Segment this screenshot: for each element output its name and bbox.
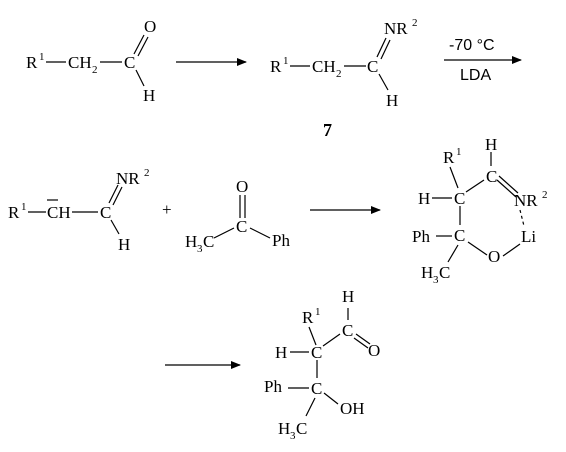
ch2-subscript: 2 (92, 64, 98, 76)
imine-h-label: H (386, 91, 398, 110)
co-double-bond-2 (355, 333, 371, 345)
bond-c2-ch3 (305, 397, 316, 417)
bond-r-c1 (308, 326, 317, 346)
aldehyde-reactant: R 1 CH 2 C O H (26, 17, 156, 105)
cn-double-bond-2 (498, 175, 519, 194)
bond-li-o (502, 243, 521, 257)
lithium-label: Li (521, 227, 536, 246)
azaenolate: R 1 CH C NR 2 H (8, 167, 150, 254)
bond-c-h (378, 73, 389, 91)
h3c-h-label: H (278, 419, 290, 438)
h3c-subscript: 3 (290, 430, 296, 442)
r1-label: R (443, 148, 455, 167)
cn-double-bond-1 (496, 179, 517, 198)
ch2-label: CH (312, 57, 336, 76)
h-left-label: H (418, 189, 430, 208)
co-double-bond-1 (133, 34, 145, 55)
r1-superscript: 1 (283, 55, 289, 67)
h-left-label: H (275, 343, 287, 362)
c-label: C (100, 203, 111, 222)
nr2-superscript: 2 (542, 189, 548, 201)
nr2-superscript: 2 (144, 167, 150, 179)
temperature-label: -70 °C (449, 37, 495, 54)
aldehyde-c-label: C (342, 321, 353, 340)
phenyl-label: Ph (272, 231, 290, 250)
co-double-bond-1 (353, 337, 369, 349)
bond-c-ph (249, 227, 271, 239)
aldol-product: R 1 H C C H O C Ph OH H 3 C (264, 287, 380, 442)
imine-c-label: C (367, 57, 378, 76)
r1-label: R (302, 308, 314, 327)
aldehyde-h-label: H (342, 287, 354, 306)
bond-o-c3 (467, 241, 488, 256)
r1-label: R (270, 57, 282, 76)
phenyl-label: Ph (264, 377, 282, 396)
cn-double-bond-1 (108, 184, 119, 204)
r1-superscript: 1 (39, 51, 45, 63)
bond-c2-oh (323, 392, 339, 405)
h3c-c-label: C (296, 419, 307, 438)
h3c-h-label: H (185, 232, 197, 251)
c3-label: C (454, 226, 465, 245)
cn-double-bond-1 (376, 37, 387, 58)
ch-label: CH (47, 203, 71, 222)
h3c-subscript: 3 (433, 274, 439, 286)
bond-c-ch3 (213, 227, 235, 239)
c1-label: C (454, 189, 465, 208)
chelate-transition-state: R 1 H C C H NR 2 Li O C Ph H 3 C (412, 135, 548, 286)
c2-label: C (486, 167, 497, 186)
nr2-label: NR (116, 169, 140, 188)
nr2-label: NR (514, 191, 538, 210)
bond-r-c1 (449, 166, 459, 189)
phenyl-label: Ph (412, 227, 430, 246)
bond-c1-cho (322, 333, 341, 347)
cn-double-bond-2 (112, 186, 123, 206)
r1-superscript: 1 (21, 201, 27, 213)
base-label: LDA (460, 67, 491, 84)
oxygen-label: O (144, 17, 156, 36)
n-li-coordination (519, 209, 525, 227)
bond-c3-ch3 (447, 244, 459, 263)
oxygen-label: O (236, 177, 248, 196)
carbonyl-c-label: C (236, 217, 247, 236)
imine-7: R 1 CH 2 C NR 2 H 7 (270, 17, 418, 140)
r1-superscript: 1 (456, 146, 462, 158)
compound-number-7: 7 (323, 120, 332, 140)
nr2-label: NR (384, 19, 408, 38)
oxygen-label: O (488, 247, 500, 266)
conditions-arrow: -70 °C LDA (444, 37, 522, 84)
r1-label: R (8, 203, 20, 222)
aldehyde-h-label: H (143, 86, 155, 105)
r1-label: R (26, 53, 38, 72)
c2-label: C (311, 379, 322, 398)
bond-c-h (135, 69, 145, 87)
bond-c-h (110, 219, 120, 235)
oxygen-label: O (368, 341, 380, 360)
r1-superscript: 1 (315, 306, 321, 318)
bond-c1-c2 (465, 179, 485, 193)
cn-double-bond-2 (380, 39, 391, 60)
h3c-c-label: C (439, 263, 450, 282)
nr2-superscript: 2 (412, 17, 418, 29)
h3c-h-label: H (421, 263, 433, 282)
hydroxyl-label: OH (340, 399, 365, 418)
ch2-subscript: 2 (336, 68, 342, 80)
acetophenone: O C H 3 C Ph (185, 177, 290, 255)
carbonyl-c-label: C (124, 53, 135, 72)
h-top-label: H (485, 135, 497, 154)
c1-label: C (311, 343, 322, 362)
ch2-label: CH (68, 53, 92, 72)
co-double-bond-2 (137, 36, 149, 57)
plus-sign: + (162, 200, 172, 219)
h-label: H (118, 235, 130, 254)
h3c-subscript: 3 (197, 243, 203, 255)
h3c-c-label: C (203, 232, 214, 251)
